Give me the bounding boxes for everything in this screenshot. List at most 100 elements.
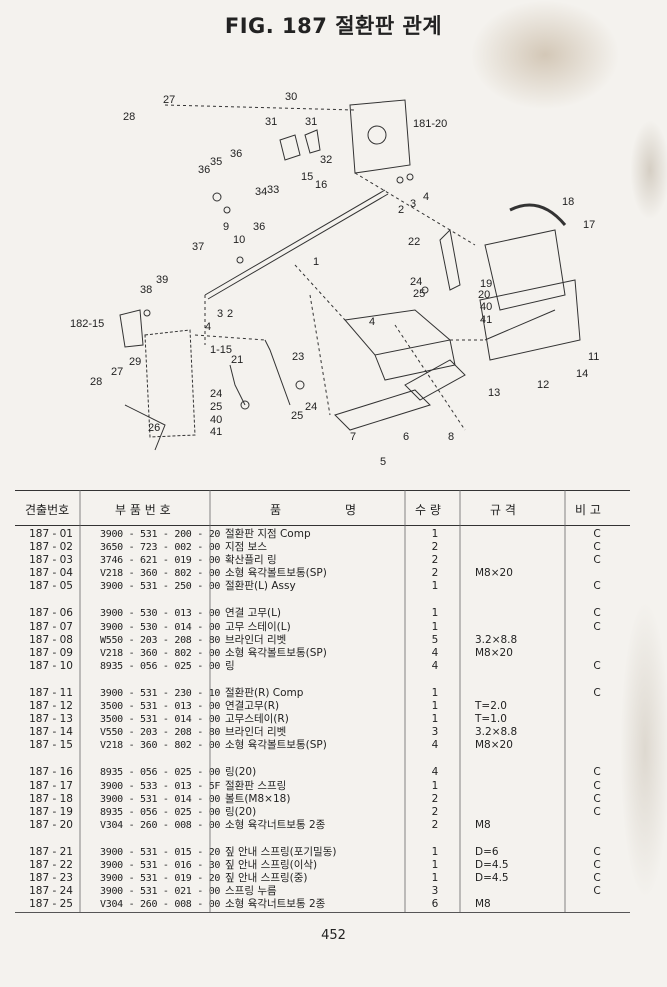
svg-text:36: 36 [253, 221, 265, 233]
svg-text:41: 41 [210, 426, 222, 438]
svg-text:6: 6 [403, 431, 409, 443]
cell-name: 브라인더 리벳 [225, 633, 287, 646]
cell-no: 187 - 10 [29, 659, 73, 672]
cell-name: 소형 육각너트보통 2종 [225, 818, 326, 831]
cell-name: 절환판 스프링 [225, 779, 287, 792]
cell-no: 187 - 19 [29, 805, 73, 818]
cell-qty: 4 [431, 646, 439, 659]
table-header: 견출번호 부 품 번 호 품 명 수 량 규 격 비 고 [15, 490, 630, 526]
cell-note: C [593, 792, 601, 805]
svg-text:12: 12 [537, 379, 549, 391]
figure-title: FIG. 187 절환판 관계 [224, 14, 443, 38]
header-no: 견출번호 [25, 503, 70, 517]
cell-no: 187 - 24 [29, 885, 73, 898]
svg-text:182-15: 182-15 [70, 318, 104, 330]
cell-spec: M8×20 [475, 567, 513, 580]
cell-pn: 8935 - 056 - 025 - 00 [100, 767, 221, 779]
svg-text:9: 9 [223, 221, 229, 233]
cell-pn: 3900 - 530 - 013 - 00 [100, 608, 221, 620]
cell-name: 짚 안내 스프링(이삭) [225, 858, 318, 871]
svg-text:36: 36 [230, 148, 242, 160]
svg-text:34: 34 [255, 186, 267, 198]
cell-pn: 3500 - 531 - 013 - 00 [100, 701, 221, 713]
cell-name: 지점 보스 [225, 541, 267, 554]
cell-name: 링 [225, 659, 235, 672]
cell-name: 소형 육각볼트보통(SP) [225, 567, 327, 580]
exploded-parts-diagram: 27 28 30 31 31 32 181-20 35 36 36 34 33 … [70, 91, 599, 468]
cell-no: 187 - 13 [29, 713, 73, 726]
svg-text:27: 27 [111, 366, 123, 378]
cell-note: C [593, 580, 601, 593]
cell-pn: 3500 - 531 - 014 - 00 [100, 714, 221, 726]
cell-qty: 4 [431, 659, 439, 672]
svg-text:2: 2 [227, 308, 233, 320]
svg-text:25: 25 [291, 410, 303, 422]
header-note: 비 고 [575, 503, 601, 517]
cell-qty: 2 [431, 554, 439, 567]
cell-spec: D=4.5 [475, 872, 509, 885]
cell-qty: 1 [431, 700, 439, 713]
cell-pn: 3900 - 531 - 250 - 00 [100, 581, 221, 593]
cell-note: C [593, 885, 601, 898]
cell-qty: 2 [431, 805, 439, 818]
cell-qty: 2 [431, 567, 439, 580]
cell-qty: 1 [431, 713, 439, 726]
cell-spec: T=1.0 [475, 713, 507, 726]
svg-text:28: 28 [90, 376, 102, 388]
cell-no: 187 - 15 [29, 739, 73, 752]
svg-text:16: 16 [315, 179, 327, 191]
svg-text:29: 29 [129, 356, 141, 368]
cell-name: 고무 스테이(L) [225, 620, 291, 633]
svg-text:7: 7 [350, 431, 356, 443]
svg-text:25: 25 [413, 288, 425, 300]
cell-name: 고무스테이(R) [225, 713, 289, 726]
cell-qty: 1 [431, 845, 439, 858]
header-qty: 수 량 [415, 503, 441, 517]
cell-qty: 6 [431, 898, 439, 911]
cell-pn: 3900 - 531 - 021 - 00 [100, 886, 221, 898]
svg-text:3: 3 [410, 198, 416, 210]
cell-no: 187 - 11 [29, 686, 73, 699]
svg-text:37: 37 [192, 241, 204, 253]
cell-qty: 1 [431, 580, 439, 593]
cell-spec: D=6 [475, 845, 499, 858]
cell-qty: 1 [431, 620, 439, 633]
cell-spec: D=4.5 [475, 858, 509, 871]
cell-pn: W550 - 203 - 208 - 80 [100, 634, 221, 646]
cell-qty: 2 [431, 818, 439, 831]
svg-text:4: 4 [205, 321, 211, 333]
cell-no: 187 - 14 [29, 726, 73, 739]
svg-text:26: 26 [148, 422, 160, 434]
svg-text:181-20: 181-20 [413, 118, 447, 130]
cell-pn: 3900 - 531 - 014 - 00 [100, 793, 221, 805]
svg-text:41: 41 [480, 314, 492, 326]
cell-pn: 3900 - 531 - 019 - 20 [100, 873, 221, 885]
cell-note: C [593, 607, 601, 620]
svg-text:27: 27 [163, 94, 175, 106]
cell-no: 187 - 02 [29, 541, 73, 554]
cell-note: C [593, 805, 601, 818]
svg-text:40: 40 [210, 414, 222, 426]
svg-text:33: 33 [267, 184, 279, 196]
cell-spec: T=2.0 [475, 700, 507, 713]
cell-note: C [593, 528, 601, 540]
cell-pn: 3746 - 621 - 019 - 00 [100, 555, 221, 567]
cell-spec: M8×20 [475, 739, 513, 752]
cell-name: 짚 안내 스프링(포기밀동) [225, 845, 337, 858]
svg-text:32: 32 [320, 154, 332, 166]
svg-text:11: 11 [588, 351, 599, 363]
svg-text:39: 39 [156, 274, 168, 286]
svg-text:31: 31 [265, 116, 277, 128]
cell-no: 187 - 21 [29, 845, 73, 858]
